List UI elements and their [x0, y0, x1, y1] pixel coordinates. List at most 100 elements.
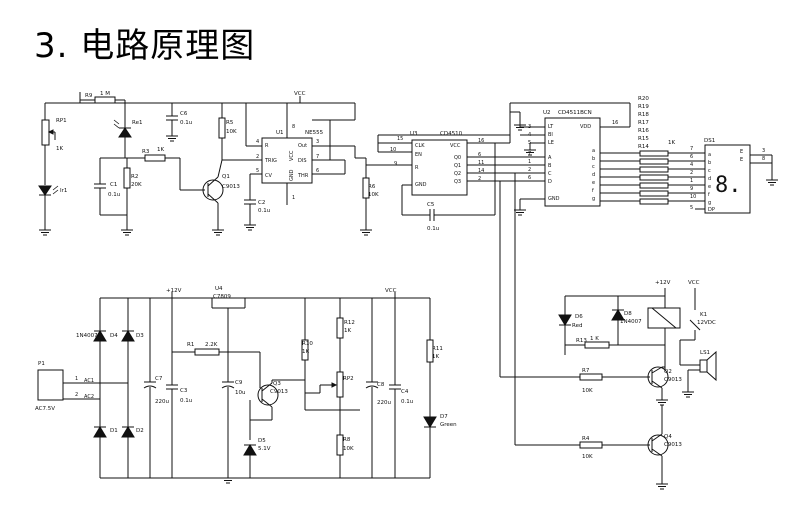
q4-value: C9013 [664, 442, 682, 448]
r13-resistor [584, 341, 610, 349]
d8-value: 1N4007 [620, 319, 642, 325]
d3-label: D3 [136, 333, 144, 339]
r5-label: R5 [226, 120, 234, 126]
q4-transistor [647, 434, 669, 456]
c6-value: 0.1u [180, 120, 192, 126]
u1-num-1: 1 [292, 195, 295, 201]
c3-value: 0.1u [180, 398, 192, 404]
vcc12-label-left: +12V [166, 288, 182, 294]
r2-resistor [123, 167, 131, 189]
u3-pin-vcc: VCC [450, 143, 461, 149]
u3-pin-q3: Q3 [454, 179, 461, 185]
r4-resistor [579, 441, 603, 449]
u2-pin-le: LE [548, 140, 554, 146]
rp1-label: RP1 [56, 118, 67, 124]
u1-pin-trig: TRIG [264, 158, 277, 164]
u4-label: U4 [215, 286, 223, 292]
u1-label: U1 [276, 130, 284, 136]
r12-resistor [336, 317, 344, 339]
r3-resistor [144, 154, 166, 162]
vcc-label-relay: VCC [688, 280, 700, 286]
u2-pin-e-out: e [592, 180, 595, 186]
p1-pin-ac2: AC2 [84, 394, 94, 400]
u2-pin-a-out: a [592, 148, 595, 154]
d5-value: 5.1V [258, 446, 271, 452]
ds1-num-g: 10 [690, 194, 696, 200]
u2-num-7: 7 [528, 151, 531, 157]
r8-label: R8 [343, 437, 351, 443]
u3-pin-clk: CLK [415, 143, 425, 149]
u2-pin-vdd: VDD [580, 124, 591, 130]
u3-pin-q0: Q0 [454, 155, 461, 161]
r5-resistor [218, 117, 226, 139]
u3-num-11: 11 [478, 160, 484, 166]
q2-value: C9013 [664, 377, 682, 383]
r17-label: R17 [638, 120, 649, 126]
u1-num-3: 3 [316, 139, 319, 145]
u1-num-4: 4 [256, 139, 259, 145]
c1-label: C1 [110, 182, 117, 188]
r10-value: 1K [302, 349, 309, 355]
c1-value: 0.1u [108, 192, 120, 198]
u3-chip-name: CD4510 [440, 131, 463, 137]
r9-label: R9 [85, 93, 93, 99]
ds1-pin-b: b [708, 160, 711, 166]
u1-pin-r: R [265, 143, 269, 149]
rp2-label: RP2 [343, 376, 354, 382]
u3-pin-q1: Q1 [454, 163, 461, 169]
res-array-value: 1K [668, 140, 675, 146]
q1-transistor [202, 179, 224, 201]
re1-sensor [118, 127, 132, 138]
r12-value: 1K [344, 328, 351, 334]
k1-label: K1 [700, 312, 707, 318]
r1-value: 2.2K [205, 342, 218, 348]
u2-label: U2 [543, 110, 551, 116]
d4-diode [93, 330, 107, 342]
r15-label: R15 [638, 136, 649, 142]
c2-value: 0.1u [258, 208, 270, 214]
u3-num-10: 10 [390, 147, 396, 153]
vcc-label-bottom: VCC [385, 288, 397, 294]
r4-label: R4 [582, 436, 590, 442]
d6-label: D6 [575, 314, 583, 320]
c5-label: C5 [427, 202, 435, 208]
c4-value: 0.1u [401, 399, 413, 405]
q3-label: Q3 [273, 381, 281, 387]
u2-pin-lt: LT [548, 124, 554, 130]
u1-chip-name: NE555 [305, 130, 324, 136]
k1-value: 12VDC [697, 320, 716, 326]
u3-pin-en: EN [415, 152, 422, 158]
r11-label: R11 [432, 346, 443, 352]
ds1-pin-d: d [708, 176, 711, 182]
d6-value: Red [572, 323, 582, 329]
r7-value: 10K [582, 388, 593, 394]
c9-label: C9 [235, 380, 243, 386]
r19-label: R19 [638, 104, 649, 110]
u2-pin-b-out: b [592, 156, 595, 162]
ds1-pin-g: g [708, 200, 711, 206]
ds1-digit: 8. [715, 173, 742, 198]
q1-label: Q1 [222, 174, 230, 180]
r3-label: R3 [142, 149, 150, 155]
page-title: 3. 电路原理图 [34, 26, 256, 66]
top-vcc-label: VCC [294, 91, 306, 97]
bottom-circuit: P1 AC7.5V 1 2 AC1 AC2 1N4007 D4 D3 D1 D2… [35, 173, 717, 490]
d7-label: D7 [440, 414, 448, 420]
u1-pin-thr: THR [297, 173, 309, 179]
ds1-common-2: E [740, 157, 743, 163]
q1-value: C9013 [222, 184, 240, 190]
d2-diode [121, 426, 135, 438]
r6-value: 10K [368, 192, 379, 198]
ds1-label: DS1 [704, 138, 715, 144]
ds1-num-f: 9 [690, 186, 693, 192]
u2-pin-c: C [548, 171, 552, 177]
p1-rating: AC7.5V [35, 406, 55, 412]
d-part-number: 1N4007 [76, 333, 98, 339]
u1-num-6: 6 [316, 168, 319, 174]
r7-label: R7 [582, 368, 590, 374]
r9-value: 1 M [100, 91, 110, 97]
c6-label: C6 [180, 111, 188, 117]
r6-label: R6 [368, 184, 376, 190]
u1-pin-out: Out [298, 143, 307, 149]
